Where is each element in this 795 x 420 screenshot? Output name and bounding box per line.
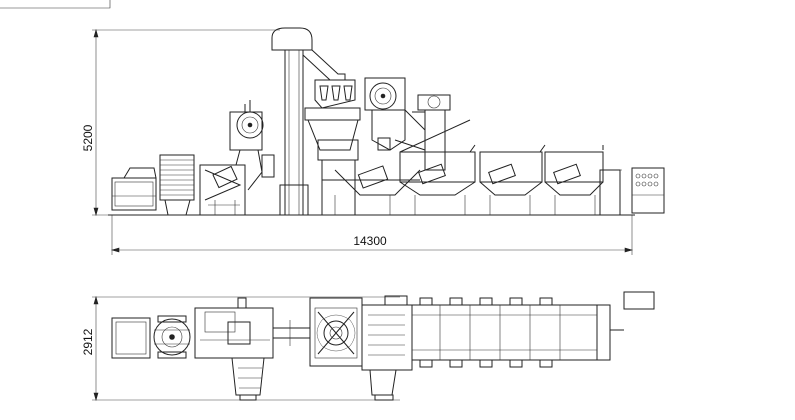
sieve-stack	[159, 154, 195, 216]
plan-separator	[361, 295, 413, 401]
bucket-elevator	[271, 27, 346, 216]
sheller-unit	[199, 100, 275, 216]
plan-cabinet	[623, 291, 655, 310]
separator-fan	[364, 77, 406, 151]
plan-sheller	[194, 297, 274, 401]
plan-fan-housing	[309, 297, 363, 367]
aspirator-tower	[394, 94, 451, 171]
plan-feeder	[111, 317, 151, 359]
frame-corner	[0, 0, 111, 9]
control-cabinet	[631, 167, 665, 214]
width-dimension-label: 2912	[81, 328, 95, 355]
plan-chute	[273, 320, 310, 346]
plan-view: 2912	[81, 291, 655, 402]
plan-rotary-unit	[153, 315, 191, 359]
screen-line	[322, 119, 622, 216]
distributor-hopper	[304, 79, 361, 215]
length-dimension-label: 14300	[353, 234, 387, 248]
feed-hopper	[111, 167, 157, 211]
height-dimension: 5200	[81, 28, 280, 217]
width-dimension: 2912	[81, 295, 400, 402]
height-dimension-label: 5200	[81, 124, 95, 151]
plan-screen-deck	[411, 297, 624, 368]
length-dimension: 14300	[110, 215, 634, 255]
elevation-view: 5200 14300	[81, 27, 665, 255]
